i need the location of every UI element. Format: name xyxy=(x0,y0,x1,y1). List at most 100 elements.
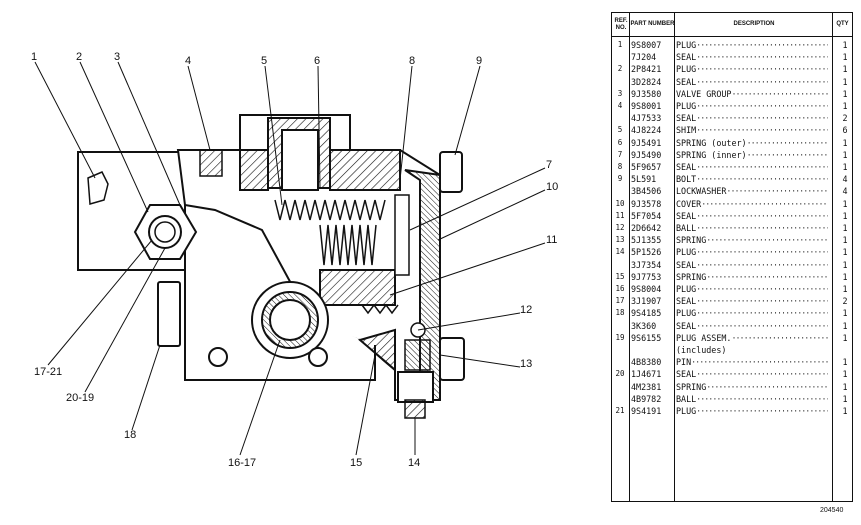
part-number: 9S4191 xyxy=(631,406,662,416)
quantity: 1 xyxy=(842,406,848,416)
dot-leader: ········································ xyxy=(696,64,828,75)
dot-leader: ········································ xyxy=(696,393,828,404)
dot-leader: ········································ xyxy=(691,357,828,368)
callout-3: 3 xyxy=(114,51,120,63)
quantity: 1 xyxy=(842,259,848,270)
quantity: 1 xyxy=(842,332,848,343)
part-number: 9J3580 xyxy=(631,88,662,99)
ref-number: 14 xyxy=(615,247,625,257)
callout-8: 8 xyxy=(409,55,415,67)
table-row: 3B4506 LOCKWASHER························… xyxy=(612,185,854,197)
part-number: 9S8004 xyxy=(631,284,662,294)
ref-number: 4 xyxy=(617,101,623,110)
quantity: 1 xyxy=(842,88,848,99)
quantity: 1 xyxy=(842,210,848,221)
part-description: PLUG····································… xyxy=(676,307,828,319)
part-description: PLUG····································… xyxy=(676,246,828,258)
ref-number: 10 xyxy=(615,198,625,208)
quantity: 1 xyxy=(842,271,848,282)
plug-18 xyxy=(157,281,181,347)
quantity: 1 xyxy=(842,308,848,319)
quantity: 6 xyxy=(842,125,848,136)
callout-20-19: 20-19 xyxy=(66,392,94,404)
quantity: 1 xyxy=(842,223,848,233)
header-part-number: PART NUMBER xyxy=(630,13,675,37)
part-description: VALVE GROUP·····························… xyxy=(676,88,828,100)
part-description: PLUG····································… xyxy=(676,100,828,112)
callout-18: 18 xyxy=(124,429,136,441)
dot-leader: ········································ xyxy=(696,296,828,307)
part-number: 2D6642 xyxy=(631,223,662,233)
part-description: SEAL····································… xyxy=(676,112,828,124)
ref-number: 2 xyxy=(617,64,623,74)
part-description: (includes) xyxy=(676,345,727,355)
part-number: 3D2824 xyxy=(631,76,662,87)
ref-number: 11 xyxy=(615,210,625,220)
dot-leader: ········································ xyxy=(696,259,828,270)
part-number: 1J4671 xyxy=(631,369,662,380)
part-number: 4B8380 xyxy=(631,357,662,368)
ref-number: 9 xyxy=(617,174,623,184)
dot-leader: ········································ xyxy=(696,113,828,124)
callout-17-21: 17-21 xyxy=(34,366,62,378)
quantity: 1 xyxy=(842,357,848,368)
callout-13: 13 xyxy=(520,358,532,370)
quantity: 1 xyxy=(842,247,848,258)
ref-number: 17 xyxy=(615,296,625,306)
part-description: SEAL····································… xyxy=(676,259,828,271)
dot-leader: ········································ xyxy=(696,174,828,185)
ref-number: 3 xyxy=(617,88,623,98)
ref-number: 8 xyxy=(617,162,623,171)
part-number: 5P1526 xyxy=(631,247,662,258)
ref-number: 1 xyxy=(617,40,623,49)
callout-7: 7 xyxy=(546,159,552,171)
part-description: BOLT····································… xyxy=(676,173,828,185)
quantity: 1 xyxy=(842,64,848,75)
part-number: 5F7054 xyxy=(631,210,662,221)
part-number: 3J7354 xyxy=(631,259,662,270)
dot-leader: ········································ xyxy=(696,125,828,136)
part-number: 4J7533 xyxy=(631,113,662,124)
part-description: PLUG····································… xyxy=(676,283,828,295)
callout-6: 6 xyxy=(314,55,320,67)
ref-number: 13 xyxy=(615,235,625,245)
ref-number: 18 xyxy=(615,308,625,318)
spring-pack xyxy=(274,199,386,266)
table-row: 4J7533 SEAL······························… xyxy=(612,112,854,124)
callout-5: 5 xyxy=(261,55,267,67)
quantity: 1 xyxy=(842,137,848,148)
part-description: LOCKWASHER······························… xyxy=(676,185,828,197)
ref-number: 5 xyxy=(617,125,623,135)
dot-leader: ········································ xyxy=(726,186,828,197)
part-number: 9J5491 xyxy=(631,137,662,148)
part-number: 2P8421 xyxy=(631,64,662,75)
part-description: SPRING··································… xyxy=(676,271,828,283)
table-row: 9 5L591 BOLT······························… xyxy=(612,173,854,185)
part-description: SPRING··································… xyxy=(676,234,828,246)
part-description: SEAL····································… xyxy=(676,320,828,332)
quantity: 4 xyxy=(842,174,848,185)
part-number: 9J5490 xyxy=(631,149,662,160)
callout-9: 9 xyxy=(476,55,482,67)
part-number: 5L591 xyxy=(631,174,657,185)
dot-leader: ········································ xyxy=(696,162,828,172)
part-description: SPRING··································… xyxy=(676,381,828,393)
part-number: 3B4506 xyxy=(631,186,662,197)
plug-13 xyxy=(439,337,465,381)
part-description: SEAL····································… xyxy=(676,161,828,173)
ref-number: 12 xyxy=(615,223,625,232)
figure-number: 204540 xyxy=(820,507,844,514)
table-row: (includes) xyxy=(612,344,854,356)
dot-leader: ········································ xyxy=(696,406,828,416)
dot-leader: ········································ xyxy=(746,149,828,160)
ref-number: 20 xyxy=(615,369,625,379)
